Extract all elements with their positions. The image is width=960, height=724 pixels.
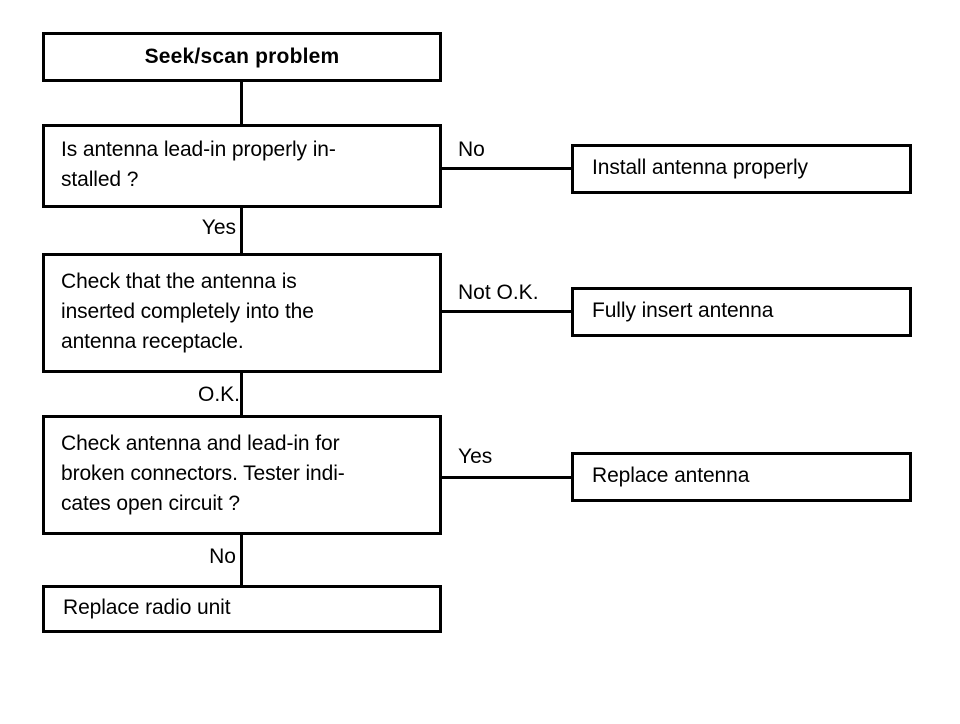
node-label: Fully insert antenna — [592, 299, 774, 322]
edge-label-decision1-no: No — [458, 138, 485, 161]
connector-decision3-no-to-end — [240, 533, 243, 587]
node-label: Replace antenna — [592, 464, 750, 487]
node-broken-connectors-check[interactable]: Check antenna and lead-in for broken con… — [42, 415, 442, 535]
node-label: Install antenna properly — [592, 156, 808, 179]
node-label: Replace radio unit — [63, 596, 231, 619]
node-label: Seek/scan problem — [144, 45, 340, 68]
node-label: Check antenna and lead-in for broken con… — [61, 432, 345, 515]
connector-start-to-decision1 — [240, 80, 243, 126]
node-fully-insert-antenna[interactable]: Fully insert antenna — [571, 287, 912, 337]
connector-decision2-ok-to-decision3 — [240, 371, 243, 417]
node-antenna-inserted-check[interactable]: Check that the antenna is inserted compl… — [42, 253, 442, 373]
node-label: Check that the antenna is inserted compl… — [61, 270, 314, 353]
node-replace-antenna[interactable]: Replace antenna — [571, 452, 912, 502]
connector-decision2-notok-to-action2 — [440, 310, 573, 313]
edge-label-decision3-yes: Yes — [458, 445, 493, 468]
connector-decision1-no-to-action1 — [440, 167, 573, 170]
node-antenna-lead-in-check[interactable]: Is antenna lead-in properly in- stalled … — [42, 124, 442, 208]
node-replace-radio-unit[interactable]: Replace radio unit — [42, 585, 442, 633]
node-label: Is antenna lead-in properly in- stalled … — [61, 138, 336, 191]
edge-label-decision2-not-ok: Not O.K. — [458, 281, 539, 304]
node-install-antenna-properly[interactable]: Install antenna properly — [571, 144, 912, 194]
connector-decision1-yes-to-decision2 — [240, 206, 243, 255]
edge-label-decision2-ok: O.K. — [197, 383, 240, 406]
node-seek-scan-problem[interactable]: Seek/scan problem — [42, 32, 442, 82]
connector-decision3-yes-to-action3 — [440, 476, 573, 479]
edge-label-decision1-yes: Yes — [201, 216, 236, 239]
edge-label-decision3-no: No — [209, 545, 236, 568]
